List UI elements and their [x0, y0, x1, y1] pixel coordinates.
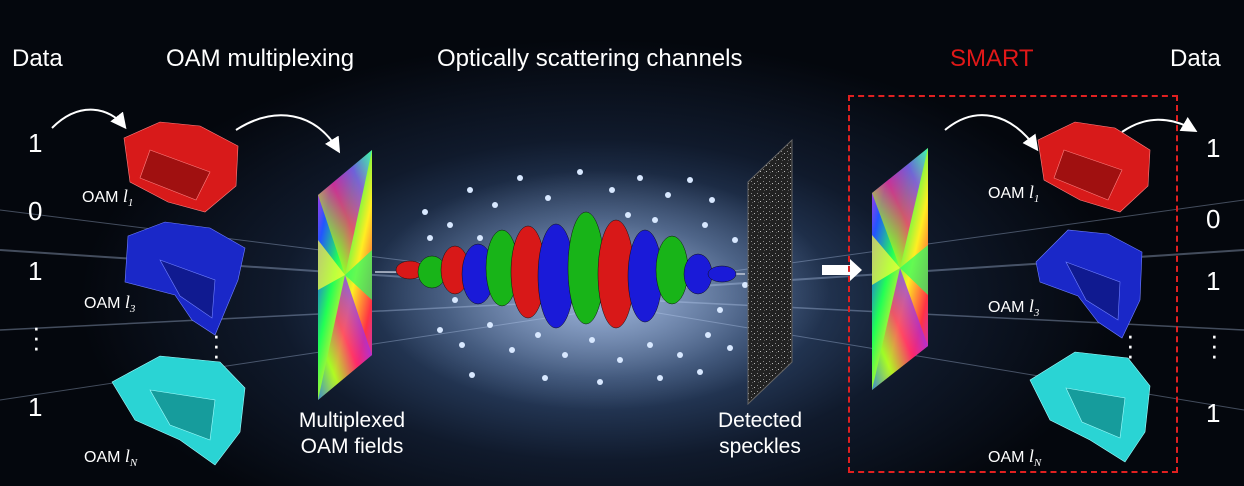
right-bit-2: 0 [1206, 204, 1221, 234]
curved-arrow-fields-to-oam [944, 114, 1039, 152]
multiplexed-oam-field-panel [318, 150, 372, 400]
helical-beam [395, 211, 737, 329]
curved-arrow-data-to-oam [51, 108, 127, 130]
right-bits-ellipsis: ··· [1210, 320, 1219, 370]
right-oam-label-n: OAM lN [988, 446, 1042, 470]
right-bit-1: 1 [1206, 133, 1221, 163]
left-oam-label-3: OAM l3 [84, 292, 136, 316]
right-oam-ellipsis: ··· [1126, 320, 1135, 370]
smart-dashed-box [848, 95, 1178, 473]
right-oam-label-3: OAM l3 [988, 296, 1040, 320]
detected-caption-line1: Detected [717, 409, 803, 432]
oam-surface-cyan-left [111, 355, 246, 466]
multiplexed-caption-line1: Multiplexed [298, 409, 406, 432]
curved-arrow-oam-to-data [1121, 117, 1198, 133]
left-bits-ellipsis: ··· [32, 312, 41, 362]
demultiplex-field-panel [872, 148, 928, 390]
left-oam-label-1: OAM l1 [82, 186, 134, 210]
multiplexed-fields-caption: Multiplexed OAM fields [282, 408, 422, 460]
left-bit-2: 0 [28, 196, 43, 226]
channels-header: Optically scattering channels [437, 45, 743, 72]
multiplexed-caption-line2: OAM fields [300, 435, 404, 458]
right-bit-3: 1 [1206, 266, 1221, 296]
oam-multiplexing-header: OAM multiplexing [166, 45, 355, 72]
right-bit-4: 1 [1206, 398, 1221, 428]
block-arrow-right [822, 259, 862, 281]
oam-surface-red-left [123, 121, 239, 213]
left-oam-ellipsis: ··· [212, 320, 221, 370]
left-oam-label-n: OAM lN [84, 446, 138, 470]
detected-speckle-panel [747, 138, 793, 406]
left-bit-3: 1 [28, 256, 43, 286]
oam-surface-cyan-right [1029, 351, 1151, 463]
data-left-header: Data [12, 45, 63, 72]
right-oam-label-1: OAM l1 [988, 182, 1040, 206]
left-bit-4: 1 [28, 392, 43, 422]
left-bit-1: 1 [28, 128, 43, 158]
oam-surface-blue-left [124, 221, 246, 336]
smart-header: SMART [950, 45, 1034, 72]
detected-speckles-caption: Detected speckles [700, 408, 820, 460]
oam-surface-red-right [1037, 121, 1151, 213]
oam-surface-blue-right [1035, 229, 1143, 339]
curved-arrow-oam-to-fields [235, 114, 341, 154]
data-right-header: Data [1170, 45, 1221, 72]
detected-caption-line2: speckles [719, 435, 801, 458]
